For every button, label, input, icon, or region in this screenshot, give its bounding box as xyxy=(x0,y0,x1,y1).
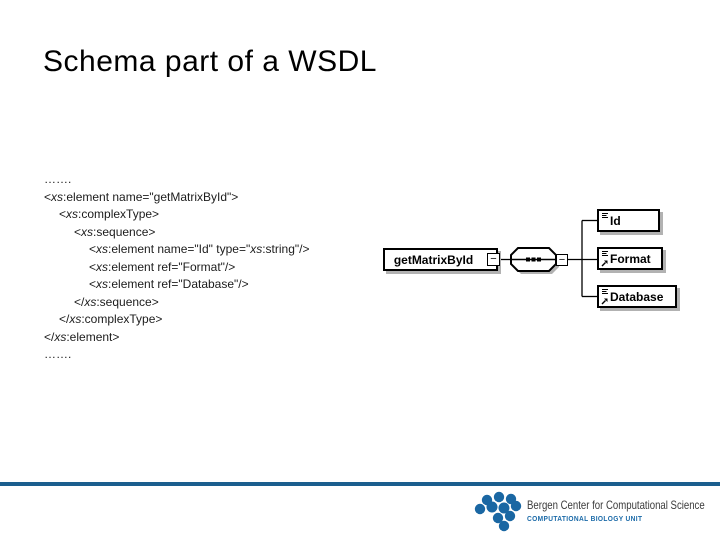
logo-dots xyxy=(474,491,522,532)
diagram-node-label: Format xyxy=(610,251,651,266)
code-line: <xs:element ref="Database"/> xyxy=(89,277,249,291)
diagram-node-root-label: getMatrixById xyxy=(393,252,474,267)
code-line: <xs:sequence> xyxy=(74,224,156,239)
code-block: ……. <xs:element name="getMatrixById"> <xs:… xyxy=(44,171,310,364)
diagram-node-label: Id xyxy=(610,213,621,228)
diagram-node-database: Database xyxy=(597,285,677,308)
diagram-node-label: Database xyxy=(610,289,664,304)
code-line: </xs:sequence> xyxy=(74,294,159,309)
diagram-node-root: getMatrixById xyxy=(383,248,498,271)
diagram-connectors xyxy=(500,219,597,298)
diagram-node-id: Id xyxy=(597,209,660,232)
code-line: <xs:element name="Id" type="xs:string"/> xyxy=(89,242,310,256)
code-line: <xs:element name="getMatrixById"> xyxy=(44,189,239,204)
element-lines-icon xyxy=(602,251,608,256)
sequence-dots-icon xyxy=(526,257,541,262)
code-line: </xs:element> xyxy=(44,329,120,344)
code-line: </xs:complexType> xyxy=(59,312,163,326)
reference-arrow-icon xyxy=(601,298,608,305)
org-name: Bergen Center for Computational Science xyxy=(527,498,705,512)
org-unit: COMPUTATIONAL BIOLOGY UNIT xyxy=(527,514,643,523)
collapse-minus-icon: − xyxy=(487,253,500,266)
reference-arrow-icon xyxy=(601,260,608,267)
footer-rule xyxy=(0,482,720,486)
code-line: <xs:element ref="Format"/> xyxy=(89,259,236,274)
diagram-node-format: Format xyxy=(597,247,663,270)
code-line: <xs:complexType> xyxy=(59,207,160,221)
code-line: ……. xyxy=(44,172,72,186)
code-line: ……. xyxy=(44,347,72,361)
element-lines-icon xyxy=(602,213,608,218)
schema-diagram: getMatrixById − − Id Format xyxy=(380,200,695,318)
element-lines-icon xyxy=(602,289,608,294)
sequence-collapse-minus-icon: − xyxy=(556,254,568,266)
slide-title: Schema part of a WSDL xyxy=(43,45,377,78)
